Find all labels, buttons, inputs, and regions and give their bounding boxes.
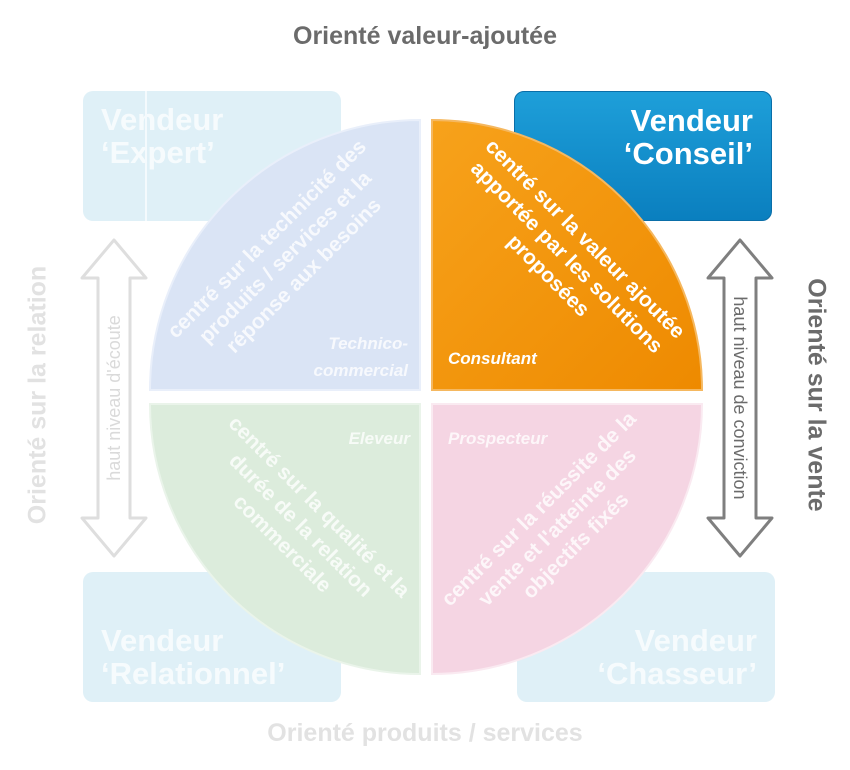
box-conseil-line1: Vendeur <box>630 103 753 138</box>
quadrant-prospecteur: centré sur la réussite de la vente et l'… <box>431 403 704 676</box>
box-relationnel-line2: ‘Relationnel’ <box>101 656 286 691</box>
quadrant-consultant-shape <box>431 118 704 391</box>
double-arrow-left: haut niveau d'écoute <box>80 238 148 558</box>
double-arrow-right: haut niveau de conviction <box>706 238 774 558</box>
double-arrow-left-shape <box>80 238 148 558</box>
arrow-left-label: haut niveau d'écoute <box>104 315 124 481</box>
quadrant-technico-label2: commercial <box>314 361 410 380</box>
double-arrow-right-shape <box>706 238 774 558</box>
quadrant-eleveur-label: Eleveur <box>349 429 412 448</box>
arrow-right-label: haut niveau de conviction <box>730 296 750 499</box>
box-divider <box>145 91 147 221</box>
axis-bottom-title: Orienté produits / services <box>267 719 583 747</box>
quadrant-eleveur: centré sur la qualité et la durée de la … <box>148 403 421 676</box>
quadrant-consultant: centré sur la valeur ajoutée apportée pa… <box>431 118 704 391</box>
box-chasseur-line2: ‘Chasseur’ <box>597 656 757 691</box>
quadrant-technico-commercial: centré sur la technicité des produits / … <box>148 118 421 391</box>
quadrant-eleveur-shape <box>148 403 421 676</box>
quadrant-prospecteur-label: Prospecteur <box>448 429 549 448</box>
axis-top-title: Orienté valeur-ajoutée <box>293 22 557 50</box>
quadrant-prospecteur-shape <box>431 403 704 676</box>
quadrant-technico-shape <box>148 118 421 391</box>
quadrant-technico-label1: Technico- <box>328 334 408 353</box>
quadrant-consultant-label: Consultant <box>448 349 538 368</box>
box-relationnel-line1: Vendeur <box>101 623 224 658</box>
box-chasseur-line1: Vendeur <box>634 623 757 658</box>
box-expert-line1: Vendeur <box>101 102 224 137</box>
box-conseil-line2: ‘Conseil’ <box>623 136 753 171</box>
box-vendeur-relationnel: Vendeur ‘Relationnel’ <box>83 572 341 702</box>
box-expert-line2: ‘Expert’ <box>101 135 215 170</box>
